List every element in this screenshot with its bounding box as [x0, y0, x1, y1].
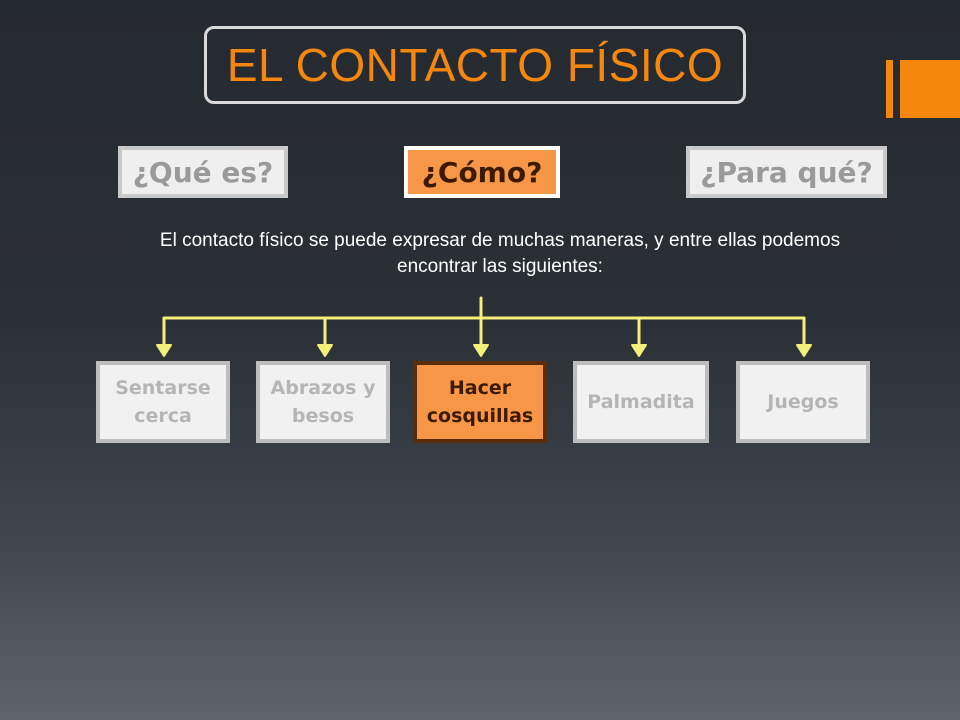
tab-para-que-label: ¿Para qué? — [700, 155, 873, 189]
box-juegos-label: Juegos — [767, 391, 839, 413]
box-palmadita-label: Palmadita — [587, 391, 695, 413]
box-abrazos-y-besos-label: Abrazos y besos — [270, 377, 376, 427]
arrowhead-2 — [317, 344, 333, 357]
arrowhead-5 — [796, 344, 812, 357]
box-sentarse-cerca-label: Sentarse cerca — [115, 377, 211, 427]
box-palmadita[interactable]: Palmadita — [573, 361, 709, 443]
box-abrazos-y-besos[interactable]: Abrazos y besos — [256, 361, 390, 443]
box-hacer-cosquillas[interactable]: Hacer cosquillas — [413, 361, 547, 443]
tab-que-es-label: ¿Qué es? — [132, 155, 274, 189]
slide-title: EL CONTACTO FÍSICO — [226, 39, 724, 91]
tab-que-es[interactable]: ¿Qué es? — [118, 146, 288, 198]
intro-text: El contacto físico se puede expresar de … — [159, 230, 841, 277]
box-hacer-cosquillas-label: Hacer cosquillas — [426, 377, 534, 427]
tab-como-label: ¿Cómo? — [421, 155, 543, 189]
box-sentarse-cerca[interactable]: Sentarse cerca — [96, 361, 230, 443]
tab-para-que[interactable]: ¿Para qué? — [686, 146, 887, 198]
title-box: EL CONTACTO FÍSICO — [204, 26, 746, 104]
tab-como[interactable]: ¿Cómo? — [404, 146, 560, 198]
accent-bar-thick — [900, 60, 960, 118]
arrowhead-4 — [631, 344, 647, 357]
arrowhead-3 — [473, 344, 489, 357]
arrowhead-1 — [156, 344, 172, 357]
box-juegos[interactable]: Juegos — [736, 361, 870, 443]
accent-bar-thin — [886, 60, 893, 118]
